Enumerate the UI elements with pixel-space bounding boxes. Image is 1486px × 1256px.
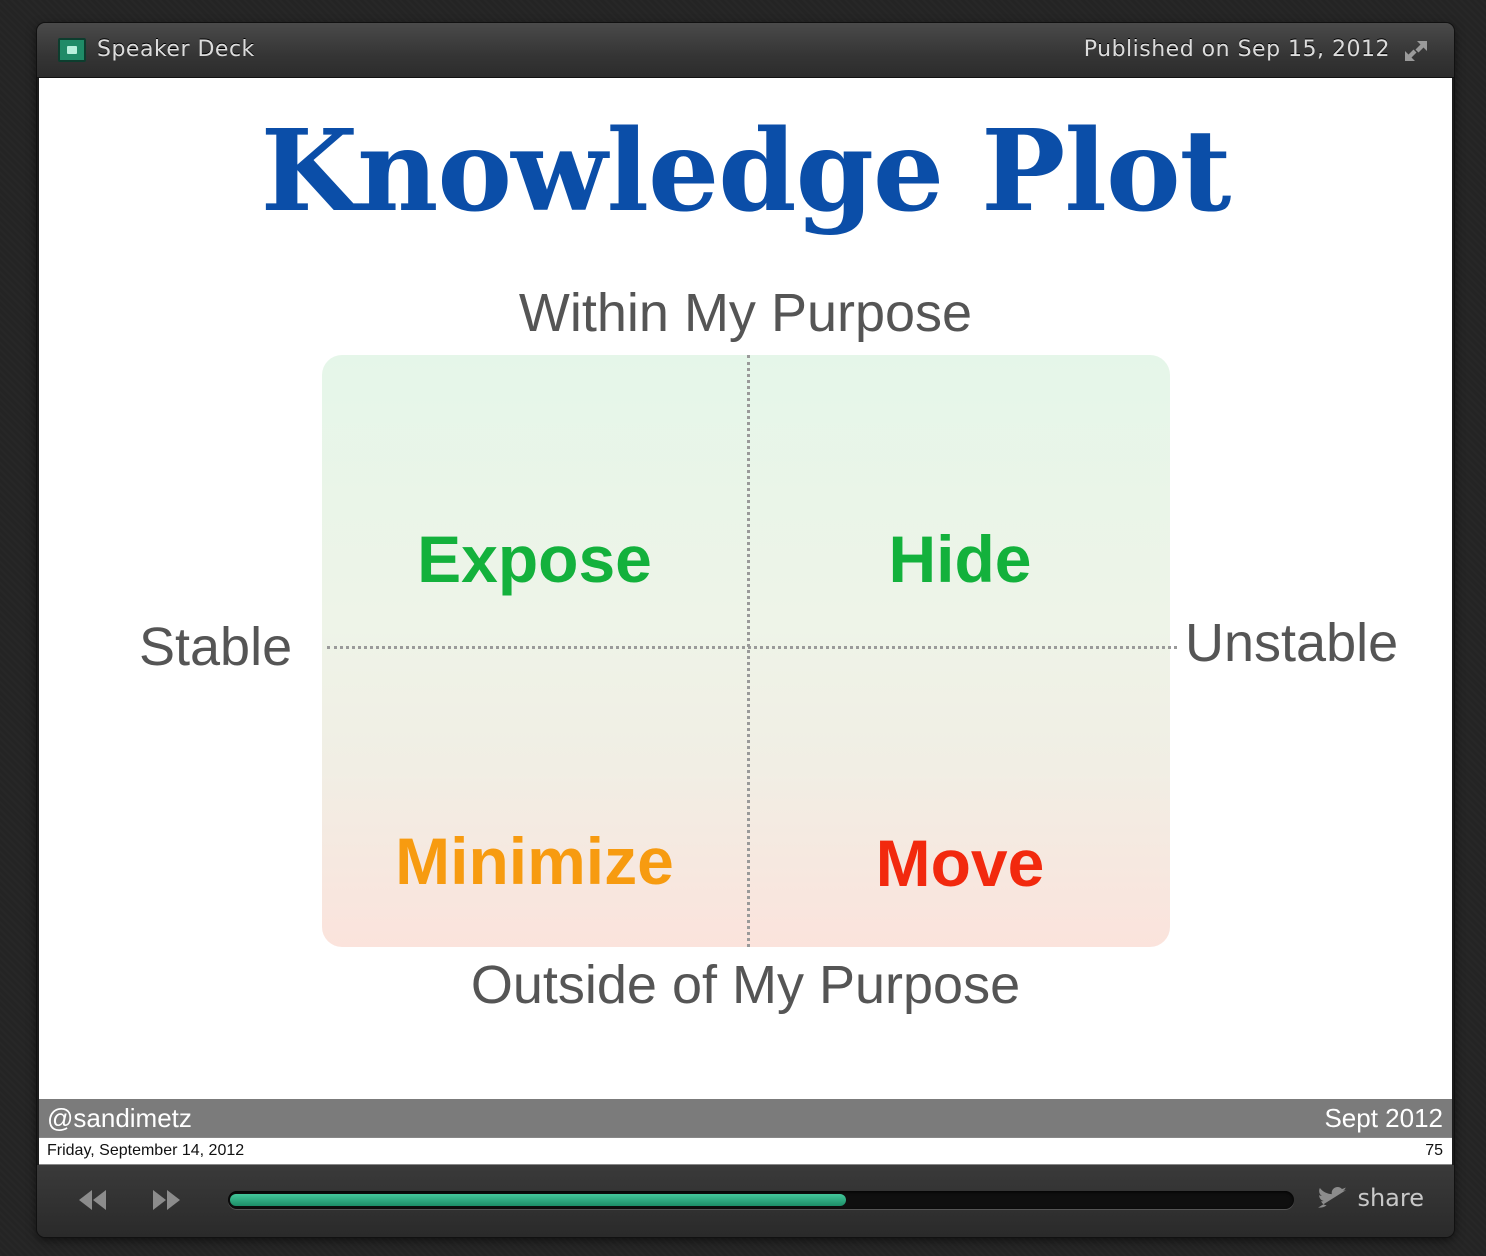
share-label: share (1357, 1184, 1424, 1212)
published-date: Published on Sep 15, 2012 (1083, 37, 1390, 62)
quadrant-expose: Expose (417, 522, 652, 596)
fullscreen-expand-icon[interactable] (1402, 38, 1430, 64)
slide-footer: @sandimetz Sept 2012 (39, 1099, 1452, 1137)
fast-forward-icon[interactable] (150, 1187, 182, 1213)
vertical-divider (747, 355, 750, 947)
progress-fill (230, 1194, 846, 1206)
rewind-icon[interactable] (77, 1187, 109, 1213)
speaker-deck-logo-icon[interactable] (58, 38, 86, 62)
quadrant-minimize: Minimize (395, 824, 674, 898)
right-axis-label: Unstable (1185, 613, 1399, 673)
progress-bar[interactable] (228, 1191, 1294, 1209)
share-button[interactable]: share (1317, 1184, 1424, 1212)
slide-title: Knowledge Plot (260, 106, 1232, 237)
twitter-bird-icon (1318, 1186, 1348, 1208)
player-header: Speaker Deck Published on Sep 15, 2012 (37, 23, 1454, 78)
quadrant-area (322, 355, 1170, 947)
page-number: 75 (1425, 1142, 1443, 1159)
print-date: Friday, September 14, 2012 (47, 1142, 245, 1159)
slide-date: Sept 2012 (1324, 1103, 1443, 1133)
quadrant-move: Move (875, 826, 1045, 900)
top-axis-label: Within My Purpose (518, 283, 973, 343)
horizontal-divider (327, 646, 1177, 649)
left-axis-label: Stable (139, 617, 293, 677)
speaker-deck-player: Speaker Deck Published on Sep 15, 2012 K… (37, 23, 1454, 1237)
author-handle: @sandimetz (47, 1103, 192, 1133)
slide-canvas: Knowledge Plot Within My Purpose Stable … (39, 78, 1452, 1137)
bottom-axis-label: Outside of My Purpose (470, 955, 1021, 1015)
player-controls: share (37, 1165, 1454, 1237)
brand-name[interactable]: Speaker Deck (97, 37, 255, 62)
quadrant-hide: Hide (888, 522, 1032, 596)
print-footer: Friday, September 14, 2012 75 (39, 1137, 1452, 1165)
